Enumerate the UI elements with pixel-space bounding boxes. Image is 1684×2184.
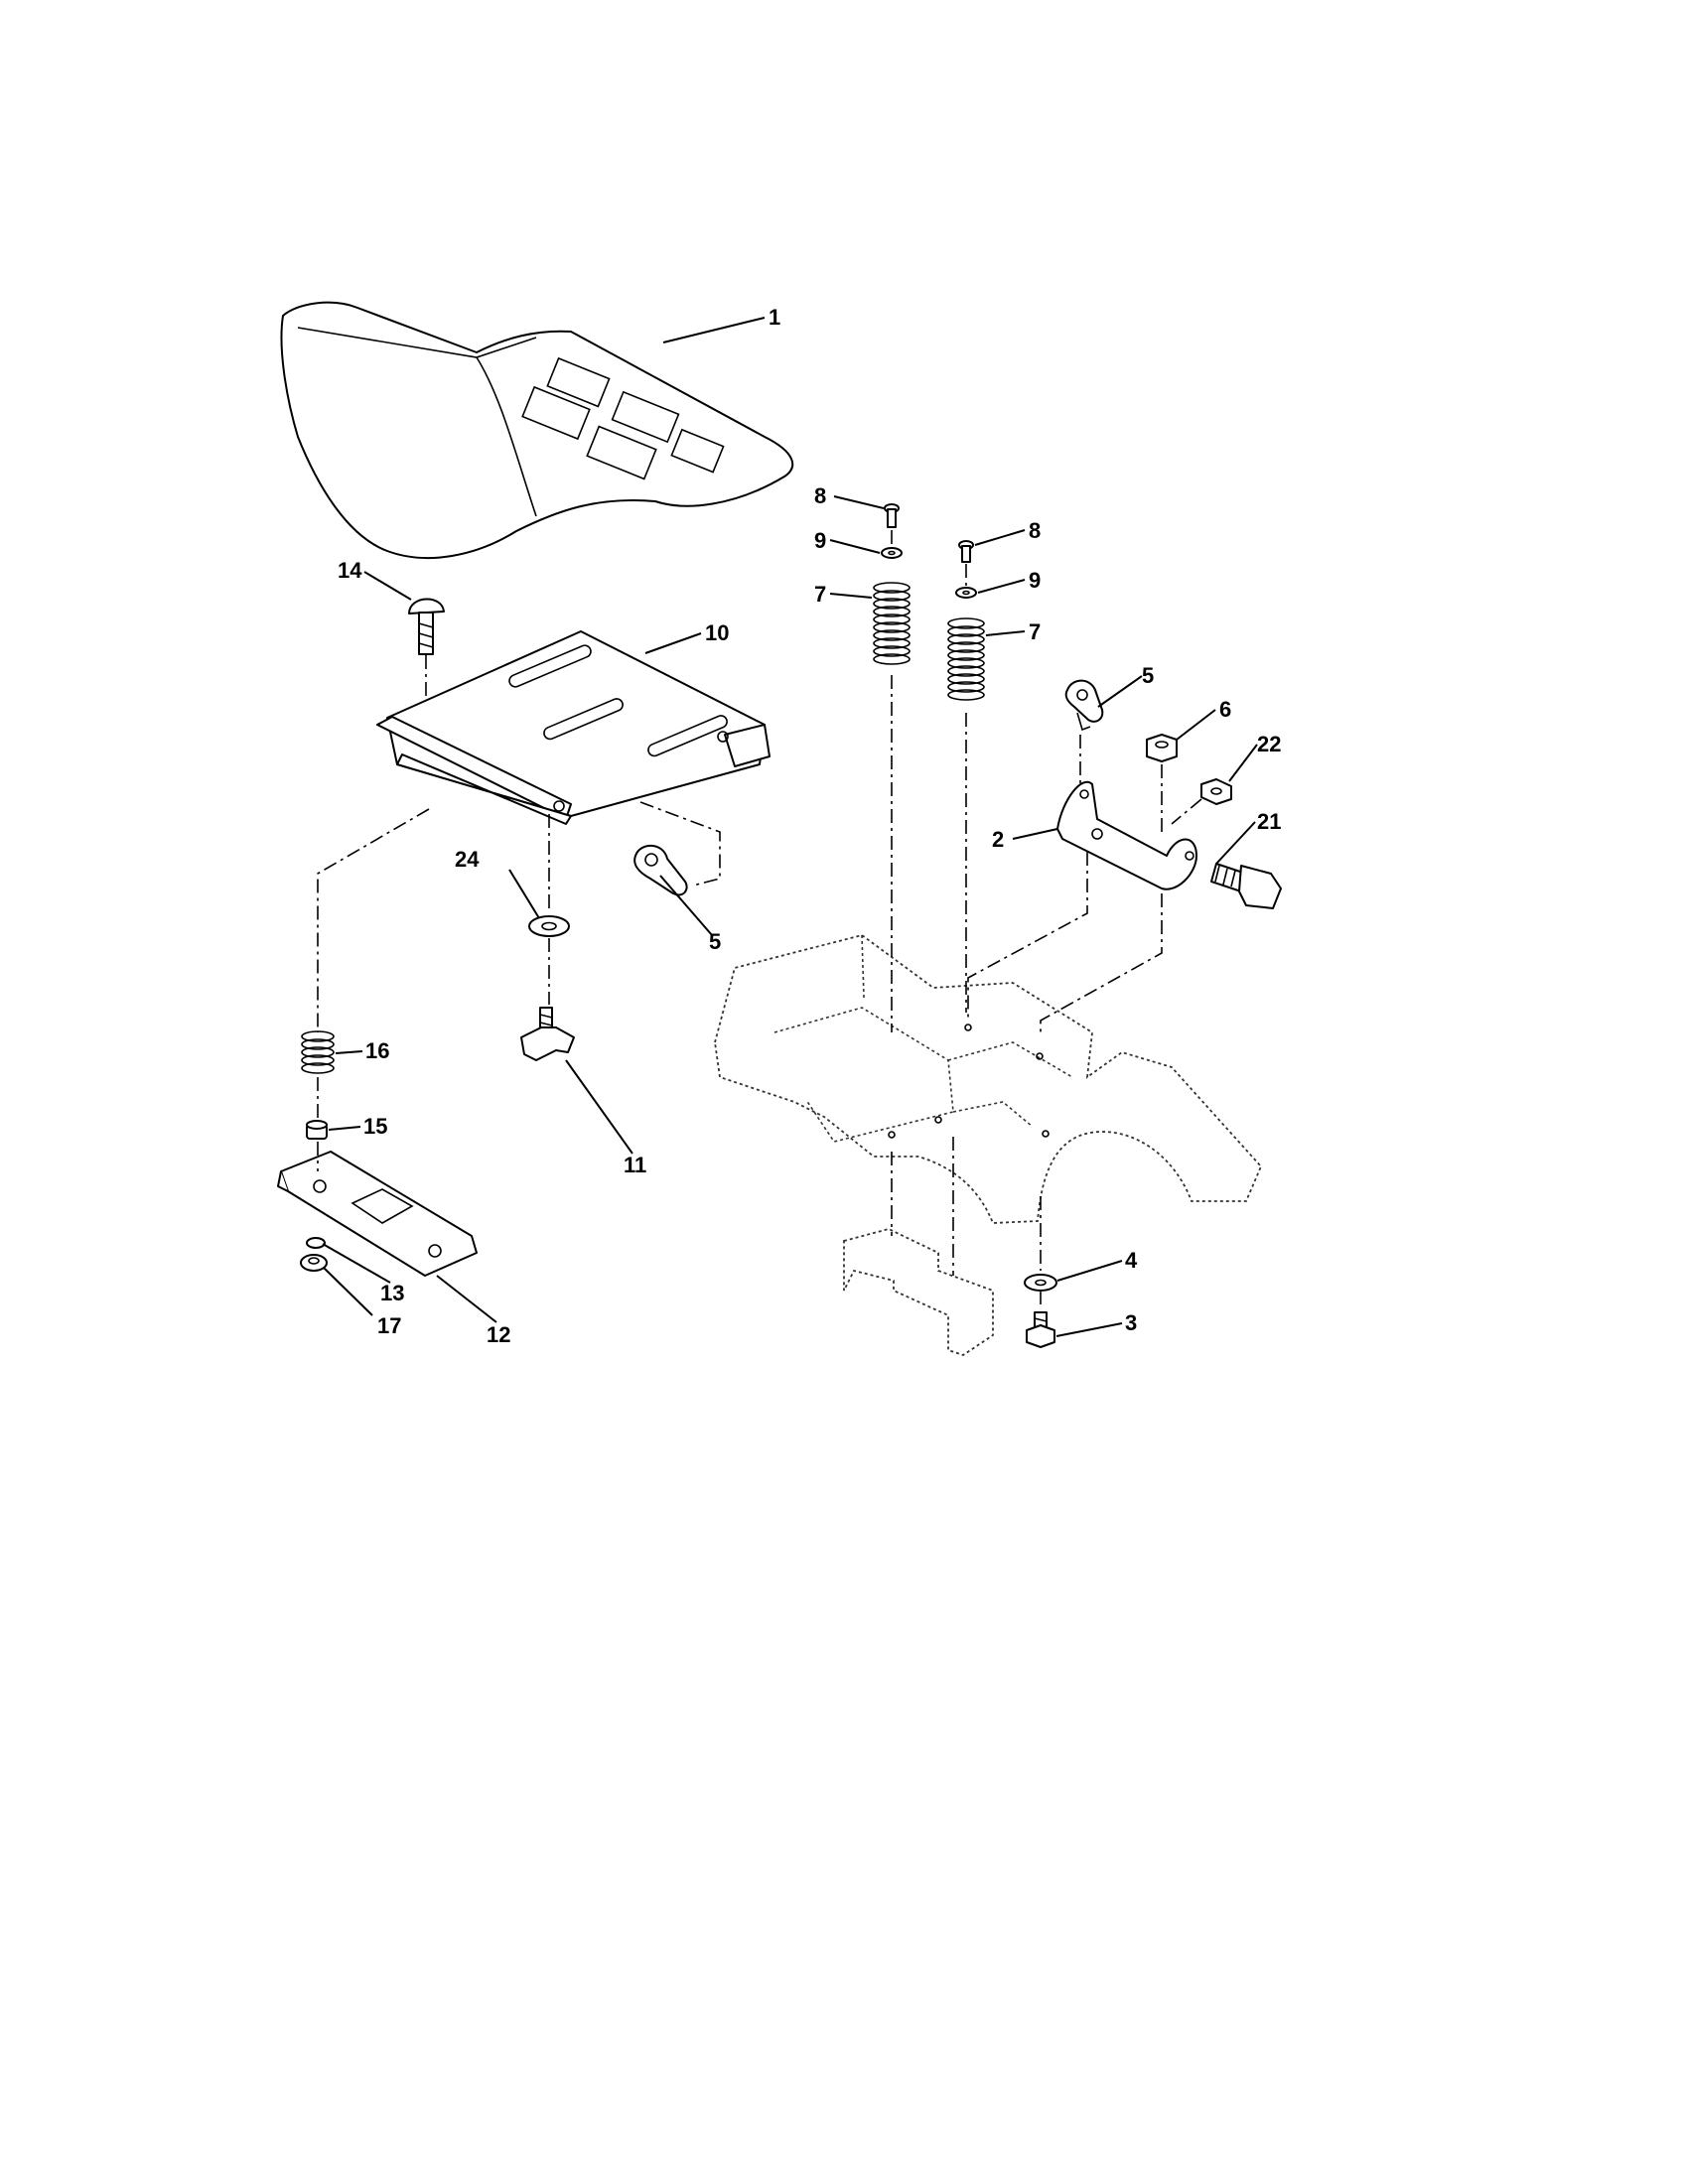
shoulder-bolt-part <box>1210 863 1282 909</box>
callout-labels: 1 8 9 7 8 9 7 5 6 22 21 2 4 3 14 10 5 24… <box>338 305 1281 1347</box>
hex-bolt-part <box>1026 1311 1055 1348</box>
callout-6: 6 <box>1219 697 1231 722</box>
callout-13: 13 <box>380 1281 404 1305</box>
callout-21: 21 <box>1257 809 1281 834</box>
alignment-lines <box>317 530 1202 1308</box>
carriage-bolt-part <box>408 598 445 655</box>
leader-lines <box>322 317 1258 1337</box>
callout-17: 17 <box>377 1313 401 1338</box>
adjustment-knob-part <box>520 1007 575 1061</box>
callout-9-left: 9 <box>814 528 826 553</box>
callout-11: 11 <box>624 1153 646 1177</box>
seat-pan-part <box>376 630 771 825</box>
callout-5-left: 5 <box>709 929 721 954</box>
callout-9-right: 9 <box>1029 568 1041 593</box>
callout-5-right: 5 <box>1142 663 1154 688</box>
screw-part-left <box>884 503 900 528</box>
callout-2: 2 <box>992 827 1004 852</box>
fender-frame-outline <box>714 934 1263 1224</box>
callout-24: 24 <box>455 847 480 872</box>
flange-nut-part <box>1200 778 1232 805</box>
callout-12: 12 <box>487 1322 510 1347</box>
callout-10: 10 <box>705 620 729 645</box>
clip-part-right <box>1064 679 1104 732</box>
bushing-part <box>306 1120 328 1140</box>
washer-part <box>528 915 570 937</box>
callout-8-left: 8 <box>814 483 826 508</box>
callout-14: 14 <box>338 558 362 583</box>
callout-16: 16 <box>365 1038 389 1063</box>
seat-bracket-plate-part <box>277 1151 478 1277</box>
callout-7-right: 7 <box>1029 619 1041 644</box>
callout-8-right: 8 <box>1029 518 1041 543</box>
callout-15: 15 <box>363 1114 387 1139</box>
callout-3: 3 <box>1125 1310 1137 1335</box>
callout-22: 22 <box>1257 732 1281 756</box>
nut-part-small <box>306 1237 326 1249</box>
callout-1: 1 <box>769 305 780 330</box>
compression-spring-part-right <box>947 617 985 701</box>
clip-part-left <box>633 844 688 896</box>
washer-part-left <box>881 547 903 559</box>
hex-nut-part <box>1146 734 1178 762</box>
lower-mounting-bracket-outline <box>843 1228 994 1356</box>
screw-part-right <box>958 540 974 563</box>
flat-washer-part <box>1024 1274 1057 1292</box>
washer-part-right <box>955 587 977 599</box>
locknut-part <box>300 1254 328 1272</box>
compression-spring-part-left <box>873 582 911 665</box>
seat-mounting-bracket-part <box>1056 780 1197 890</box>
callout-7-left: 7 <box>814 582 826 607</box>
callout-4: 4 <box>1125 1248 1138 1273</box>
compression-spring-part-small <box>301 1030 335 1074</box>
seat-part <box>280 301 794 560</box>
